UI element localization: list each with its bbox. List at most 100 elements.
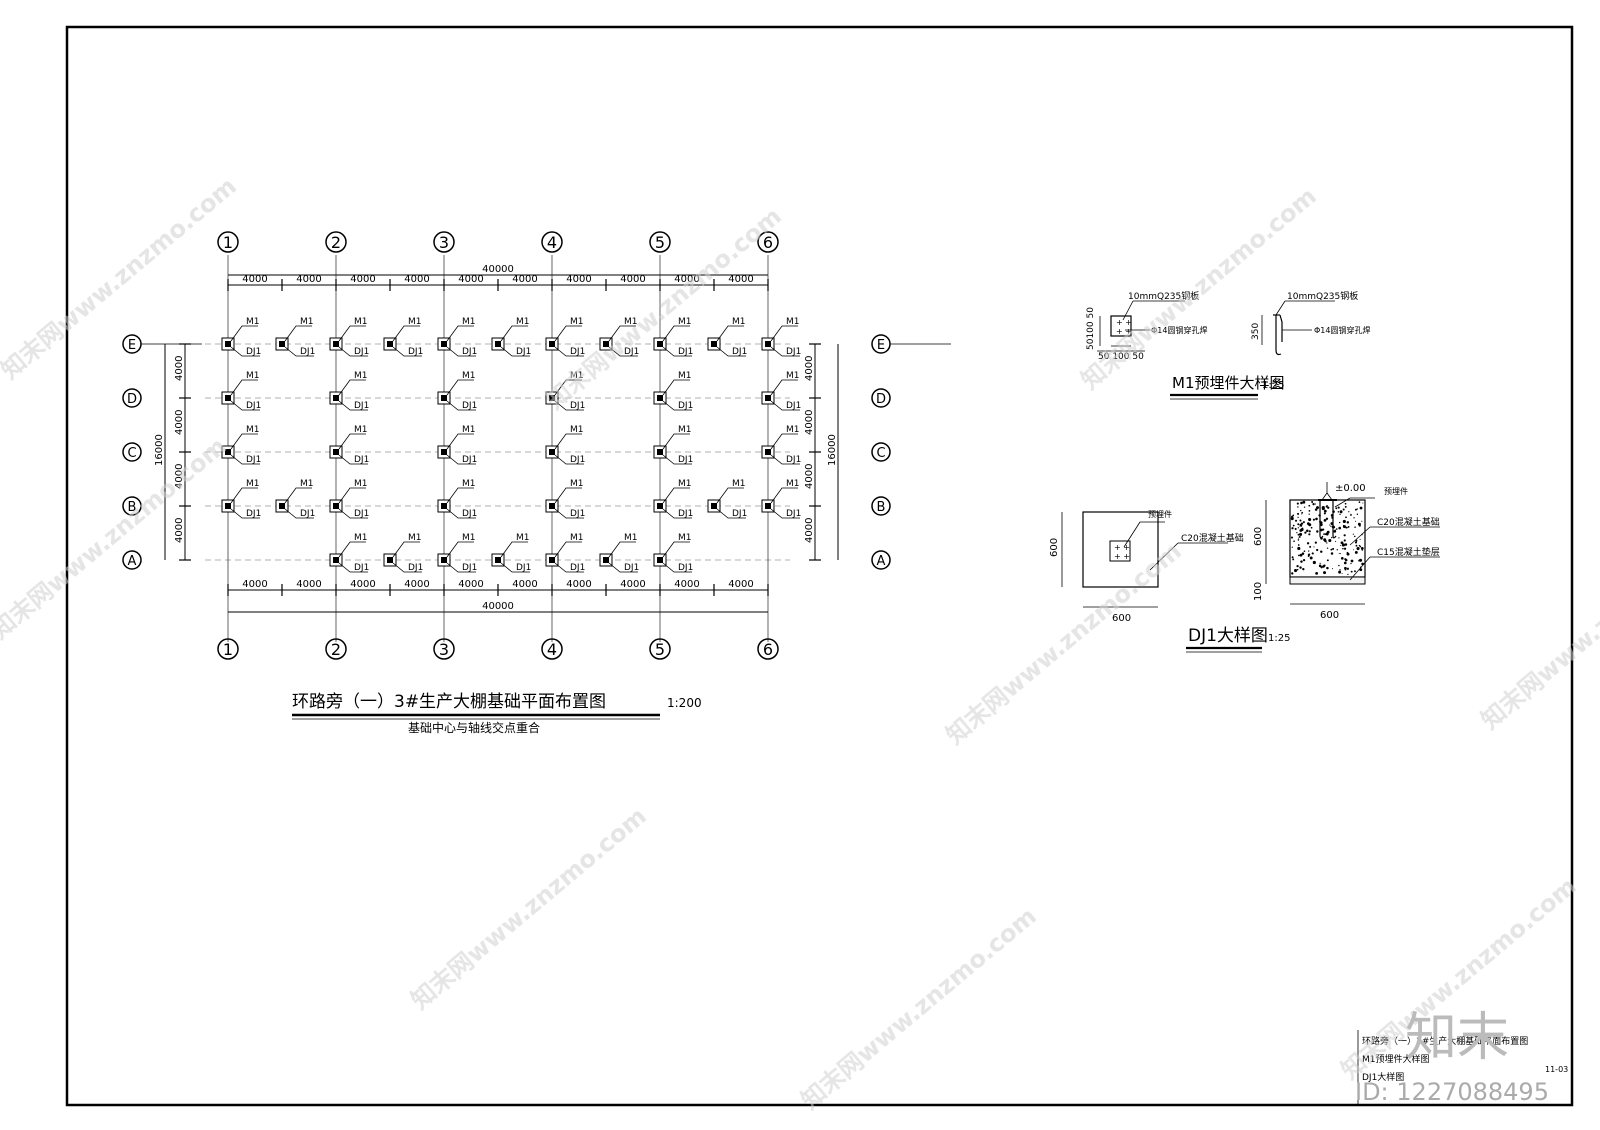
tag-leader-m1 xyxy=(230,325,258,342)
hatch-dot xyxy=(1297,546,1301,551)
tag-leader-dj1 xyxy=(554,346,584,357)
hatch-dot xyxy=(1323,571,1327,575)
svg-text:+ +: + + xyxy=(1116,327,1132,336)
hatch-dot xyxy=(1315,571,1319,575)
hatch-dot xyxy=(1294,519,1298,522)
watermark-7: 知末网www.znzmo.com xyxy=(796,902,1042,1115)
tag-leader-m1 xyxy=(338,541,366,558)
tag-leader-dj1 xyxy=(716,346,746,357)
tag-leader-dj1 xyxy=(446,454,476,465)
tag-m1: M1 xyxy=(408,317,422,327)
tag-leader-dj1 xyxy=(662,346,692,357)
hatch-dot xyxy=(1309,556,1313,560)
hatch-dot xyxy=(1352,533,1354,535)
hatch-dot xyxy=(1296,565,1299,568)
hatch-dot xyxy=(1335,540,1337,543)
hatch-dot xyxy=(1339,569,1341,571)
plan-title: 环路旁（一）3#生产大棚基础平面布置图 xyxy=(292,692,606,712)
embed-m1 xyxy=(441,395,447,401)
hatch-dot xyxy=(1353,517,1355,519)
tag-leader-dj1 xyxy=(554,400,584,411)
tag-leader-m1 xyxy=(230,379,258,396)
axis-bubble-5 xyxy=(649,638,671,660)
axis-bubble-C xyxy=(871,442,891,462)
tag-dj1: DJ1 xyxy=(786,401,801,411)
axis-label-C: C xyxy=(127,446,136,461)
hatch-dot xyxy=(1307,529,1309,532)
hatch-dot xyxy=(1342,525,1346,529)
hatch-dot xyxy=(1350,559,1354,563)
tag-leader-dj1 xyxy=(338,562,368,573)
dim-span-label: 4000 xyxy=(566,579,591,590)
dim-bay-label: 4000 xyxy=(804,356,815,381)
tag-leader-dj1 xyxy=(770,400,800,411)
tag-leader-m1 xyxy=(608,325,636,342)
tag-leader-dj1 xyxy=(770,454,800,465)
m1-dims-horizontal: 50 100 50 xyxy=(1098,352,1144,362)
hatch-dot xyxy=(1298,537,1300,539)
hatch-dot xyxy=(1344,558,1348,562)
dj1-embed-label-section: 预埋件 xyxy=(1384,486,1408,496)
tag-leader-dj1 xyxy=(230,346,260,357)
hatch-dot xyxy=(1312,502,1315,506)
dim-span-label: 4000 xyxy=(728,579,753,590)
hatch-dot xyxy=(1360,546,1364,550)
tag-dj1: DJ1 xyxy=(462,347,477,357)
hatch-dot xyxy=(1304,531,1307,534)
tag-leader-m1 xyxy=(770,379,798,396)
tag-dj1: DJ1 xyxy=(570,401,585,411)
hatch-dot xyxy=(1301,552,1305,555)
hatch-dot xyxy=(1339,513,1341,516)
hatch-dot xyxy=(1298,535,1301,538)
tag-leader-dj1 xyxy=(554,562,584,573)
tag-dj1: DJ1 xyxy=(462,455,477,465)
axis-label-2: 2 xyxy=(331,640,341,659)
tag-dj1: DJ1 xyxy=(786,509,801,519)
tag-dj1: DJ1 xyxy=(786,455,801,465)
tag-m1: M1 xyxy=(408,533,422,543)
hatch-dot xyxy=(1326,547,1329,549)
dj1-c20-label-plan: C20混凝土基础 xyxy=(1181,532,1244,544)
hatch-dot xyxy=(1315,517,1318,521)
hatch-dot xyxy=(1320,550,1323,553)
hatch-dot xyxy=(1355,544,1358,547)
hatch-dot xyxy=(1333,529,1337,533)
hatch-dot xyxy=(1359,558,1363,562)
svg-text:+ +: + + xyxy=(1114,552,1130,561)
tag-leader-m1 xyxy=(338,487,366,504)
tag-leader-m1 xyxy=(446,541,474,558)
tag-leader-dj1 xyxy=(500,346,530,357)
plan-subtitle: 基础中心与轴线交点重合 xyxy=(408,720,540,735)
hatch-dot xyxy=(1357,522,1361,526)
axis-label-5: 5 xyxy=(655,640,665,659)
tag-m1: M1 xyxy=(624,317,638,327)
hatch-dot xyxy=(1346,552,1350,556)
hatch-dot xyxy=(1354,535,1356,538)
tag-leader-dj1 xyxy=(554,508,584,519)
hatch-dot xyxy=(1323,518,1327,522)
axis-bubble-3 xyxy=(433,638,455,660)
hatch-dot xyxy=(1303,550,1306,553)
hatch-dot xyxy=(1361,520,1363,522)
hatch-dot xyxy=(1313,546,1315,548)
m1-dims-vertical: 50100 50 xyxy=(1086,307,1096,350)
hatch-dot xyxy=(1293,568,1298,573)
hatch-dot xyxy=(1330,548,1333,551)
embed-m1 xyxy=(657,503,663,509)
embed-m1 xyxy=(225,341,231,347)
dim-span-label: 4000 xyxy=(404,579,429,590)
title-block: 环路旁（一）3#生产大棚基础平面布置图 M1预埋件大样图 DJ1大样图 11-0… xyxy=(1357,1030,1568,1105)
hatch-dot xyxy=(1339,553,1341,555)
tag-leader-m1 xyxy=(770,487,798,504)
dim-span-label: 4000 xyxy=(620,579,645,590)
watermark-logo: 知末 xyxy=(1405,1008,1509,1068)
tag-m1: M1 xyxy=(354,317,368,327)
titleblock-line2: M1预埋件大样图 xyxy=(1362,1053,1430,1065)
hatch-dot xyxy=(1337,506,1340,509)
tag-dj1: DJ1 xyxy=(354,509,369,519)
sheet-border xyxy=(65,25,1574,1107)
hatch-dot xyxy=(1308,518,1312,522)
hatch-dot xyxy=(1308,510,1311,512)
tag-leader-dj1 xyxy=(284,508,314,519)
